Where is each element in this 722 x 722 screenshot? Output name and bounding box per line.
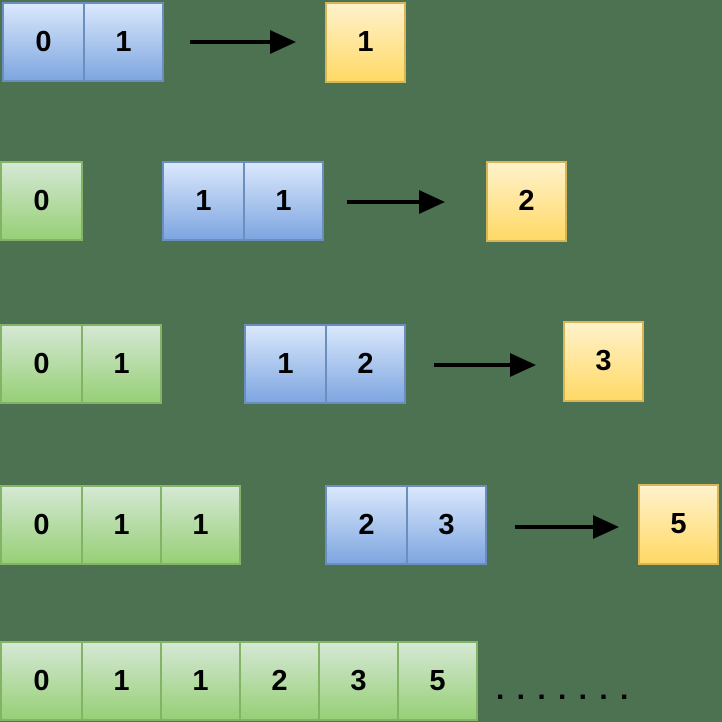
previous-value-cell: 1 (81, 643, 160, 719)
previous-value-cell: 1 (160, 487, 239, 563)
arrow-head (270, 30, 296, 54)
previous-value-cell: 1 (81, 326, 160, 402)
previous-values-box: 0 (0, 161, 83, 241)
window-value-cell: 1 (246, 326, 325, 402)
arrow-head (419, 190, 445, 214)
arrow-shaft (347, 200, 425, 204)
result-value-cell: 2 (488, 163, 565, 240)
result-value-box: 1 (325, 2, 406, 83)
previous-value-cell: 1 (160, 643, 239, 719)
previous-value-cell: 0 (2, 326, 81, 402)
right-arrow-icon (190, 30, 296, 54)
arrow-head (510, 353, 536, 377)
right-arrow-icon (515, 515, 619, 539)
result-value-cell: 5 (640, 486, 717, 563)
result-value-box: 2 (486, 161, 567, 242)
arrow-shaft (515, 525, 599, 529)
window-value-cell: 1 (243, 163, 322, 239)
previous-value-cell: 1 (81, 487, 160, 563)
window-value-cell: 3 (406, 487, 485, 563)
arrow-head (593, 515, 619, 539)
arrow-shaft (434, 363, 516, 367)
result-value-cell: 1 (327, 4, 404, 81)
previous-value-cell: 5 (397, 643, 476, 719)
window-value-cell: 0 (4, 4, 83, 80)
previous-value-cell: 0 (2, 643, 81, 719)
result-value-cell: 3 (565, 323, 642, 400)
result-value-box: 3 (563, 321, 644, 402)
right-arrow-icon (347, 190, 445, 214)
continuation-dots: . . . . . . . (496, 673, 631, 706)
previous-value-cell: 0 (2, 163, 81, 239)
window-value-cell: 2 (327, 487, 406, 563)
right-arrow-icon (434, 353, 536, 377)
result-value-box: 5 (638, 484, 719, 565)
window-value-cell: 1 (164, 163, 243, 239)
previous-value-cell: 3 (318, 643, 397, 719)
arrow-shaft (190, 40, 276, 44)
previous-value-cell: 2 (239, 643, 318, 719)
previous-value-cell: 0 (2, 487, 81, 563)
window-value-cell: 1 (83, 4, 162, 80)
window-value-cell: 2 (325, 326, 404, 402)
